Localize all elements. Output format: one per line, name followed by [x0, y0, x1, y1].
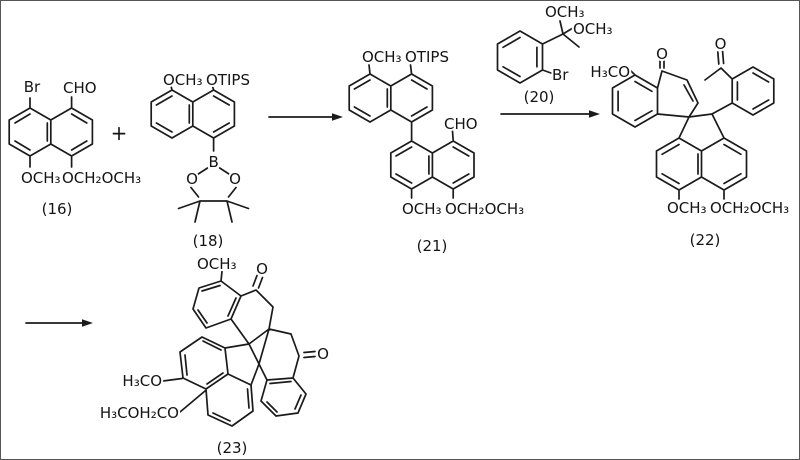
arrow-2-head	[589, 110, 600, 118]
c22-methoxy-left-label: H₃CO	[590, 63, 630, 81]
c21-tips-label: OTIPS	[405, 48, 449, 66]
c16-bromo-label: Br	[24, 78, 41, 96]
c20-bromo-label: Br	[552, 66, 569, 84]
compound-22: H₃CO O O OCH₃ OCH₂OCH₃ (22)	[588, 33, 791, 251]
c22-number-label: (22)	[690, 231, 721, 249]
arrow-1-head	[332, 113, 343, 121]
c21-mom-label: OCH₂OCH₃	[445, 200, 524, 218]
compound-16-skeleton	[8, 96, 94, 168]
compound-18: OCH₃ OTIPS B O O (18)	[150, 69, 252, 252]
c22-mom-label: OCH₂OCH₃	[710, 199, 789, 217]
c21-methoxy-bottom-label: OCH₃	[402, 200, 442, 218]
c21-number-label: (21)	[417, 237, 448, 255]
compound-23-skeleton	[162, 270, 316, 427]
compound-22-skeleton	[611, 50, 775, 200]
c23-ketone2-oxygen-label: O	[317, 345, 329, 363]
compound-20-skeleton	[496, 20, 580, 84]
c18-boron-label: B	[208, 153, 218, 171]
compound-21: OCH₃ OTIPS CHO OCH₃ OCH₂OCH₃ (21)	[348, 46, 526, 257]
c16-number-label: (16)	[42, 200, 73, 218]
reaction-arrow-3	[25, 319, 93, 327]
compound-23: OCH₃ O O H₃CO H₃COH₂CO (23)	[98, 253, 331, 459]
c23-mom-label: H₃COH₂CO	[100, 404, 179, 422]
c23-methoxy-left-label: H₃CO	[122, 372, 162, 390]
compound-18-skeleton	[150, 85, 250, 223]
c20-number-label: (20)	[524, 88, 555, 106]
arrow-3-head	[82, 319, 93, 327]
reaction-arrow-2	[500, 110, 600, 118]
c22-acetyl-oxygen-label: O	[715, 35, 727, 53]
c16-mom-label: OCH₂OCH₃	[62, 169, 141, 187]
compound-16: Br CHO OCH₃ OCH₂OCH₃ (16)	[8, 76, 143, 220]
c18-oxygen-right-label: O	[229, 170, 241, 188]
c22-ketone-oxygen-label: O	[656, 45, 668, 63]
c21-methoxy-top-label: OCH₃	[362, 48, 402, 66]
c18-oxygen-left-label: O	[186, 170, 198, 188]
c20-methoxy-top-label: OCH₃	[545, 3, 585, 21]
c16-aldehyde-label: CHO	[63, 79, 97, 97]
c18-number-label: (18)	[193, 232, 224, 250]
c18-methoxy-label: OCH₃	[163, 71, 203, 89]
reaction-arrow-1	[268, 113, 343, 121]
compound-21-skeleton	[348, 64, 475, 199]
c23-ketone1-oxygen-label: O	[256, 260, 268, 278]
c23-methoxy-top-label: OCH₃	[197, 255, 237, 273]
c20-methoxy-right-label: OCH₃	[573, 20, 613, 38]
c16-methoxy-label: OCH₃	[21, 169, 61, 187]
compound-20: OCH₃ OCH₃ Br (20)	[496, 1, 615, 108]
c21-aldehyde-label: CHO	[444, 115, 478, 133]
plus-sign: +	[111, 121, 128, 145]
c22-methoxy-bottom-label: OCH₃	[667, 199, 707, 217]
c18-tips-label: OTIPS	[206, 71, 250, 89]
c23-number-label: (23)	[217, 439, 248, 457]
